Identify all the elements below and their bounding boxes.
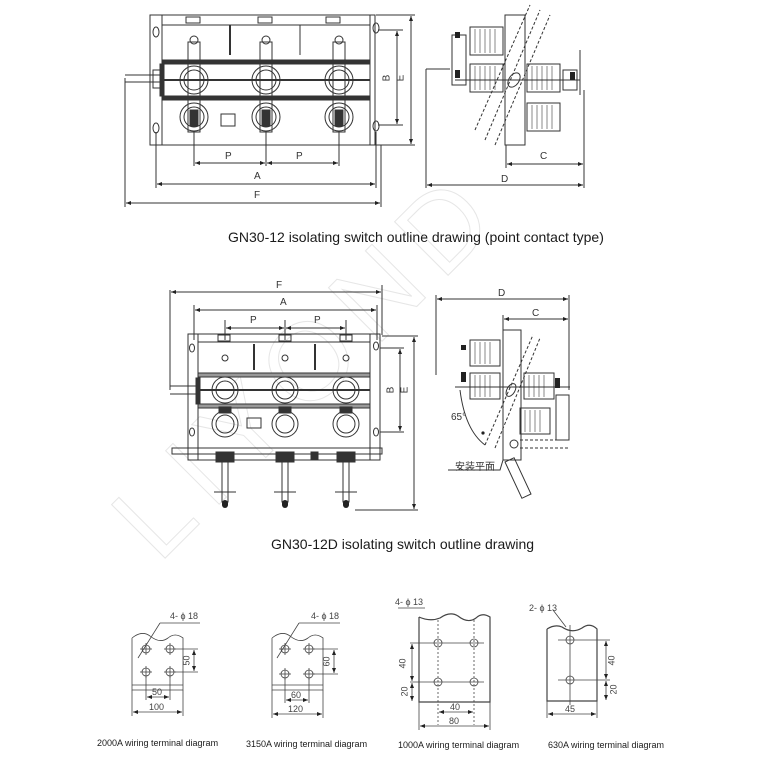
terminal-3150a-horizontal-dim: 60 [291, 690, 302, 700]
dim-p1: P [225, 151, 232, 162]
terminal-3150a-caption: 3150A wiring terminal diagram [246, 739, 368, 749]
terminal-630a-vertical-dim: 40 [606, 655, 617, 666]
dim-a: A [254, 171, 261, 182]
terminal-2000a-holes: 4- ϕ 18 [170, 611, 199, 621]
terminal-2000a-vertical-dim: 50 [181, 655, 192, 666]
terminal-630a-holes: 2- ϕ 13 [529, 603, 558, 613]
angle-label: 65° [451, 412, 467, 423]
dim2-a: A [280, 297, 287, 308]
terminal-2000a-caption: 2000A wiring terminal diagram [97, 738, 219, 748]
dim2-d: D [498, 288, 506, 299]
dim-d: D [501, 174, 509, 185]
terminal-1000a-bottom-offset: 20 [399, 686, 410, 697]
terminal-3150a-holes: 4- ϕ 18 [311, 611, 340, 621]
dim2-p2: P [314, 315, 321, 326]
terminal-1000a-caption: 1000A wiring terminal diagram [398, 740, 520, 750]
terminal-630a-bottom-offset: 20 [608, 684, 619, 695]
dim-f: F [254, 190, 261, 201]
drawing1-caption: GN30-12 isolating switch outline drawing… [228, 229, 604, 245]
terminal-630a-width-dim: 45 [565, 704, 576, 714]
terminal-2000a-width-dim: 100 [149, 702, 165, 712]
terminal-1000a-horizontal-dim: 40 [450, 702, 461, 712]
terminal-1000a-holes: 4- ϕ 13 [395, 597, 424, 607]
drawing2-caption: GN30-12D isolating switch outline drawin… [271, 536, 535, 552]
dim-c: C [540, 151, 548, 162]
terminal-2000a-horizontal-dim: 50 [152, 687, 163, 697]
terminal-630a-caption: 630A wiring terminal diagram [548, 740, 665, 750]
terminal-1000a-vertical-dim: 40 [397, 658, 408, 669]
dim2-p1: P [250, 315, 257, 326]
terminal-3150a-vertical-dim: 60 [321, 656, 332, 667]
dim-p2: P [296, 151, 303, 162]
dim2-f: F [276, 280, 283, 291]
terminal-3150a-width-dim: 120 [288, 704, 304, 714]
terminal-1000a-width-dim: 80 [449, 716, 460, 726]
dim2-c: C [532, 308, 540, 319]
mounting-plane-label: 安装平面 [455, 462, 495, 473]
